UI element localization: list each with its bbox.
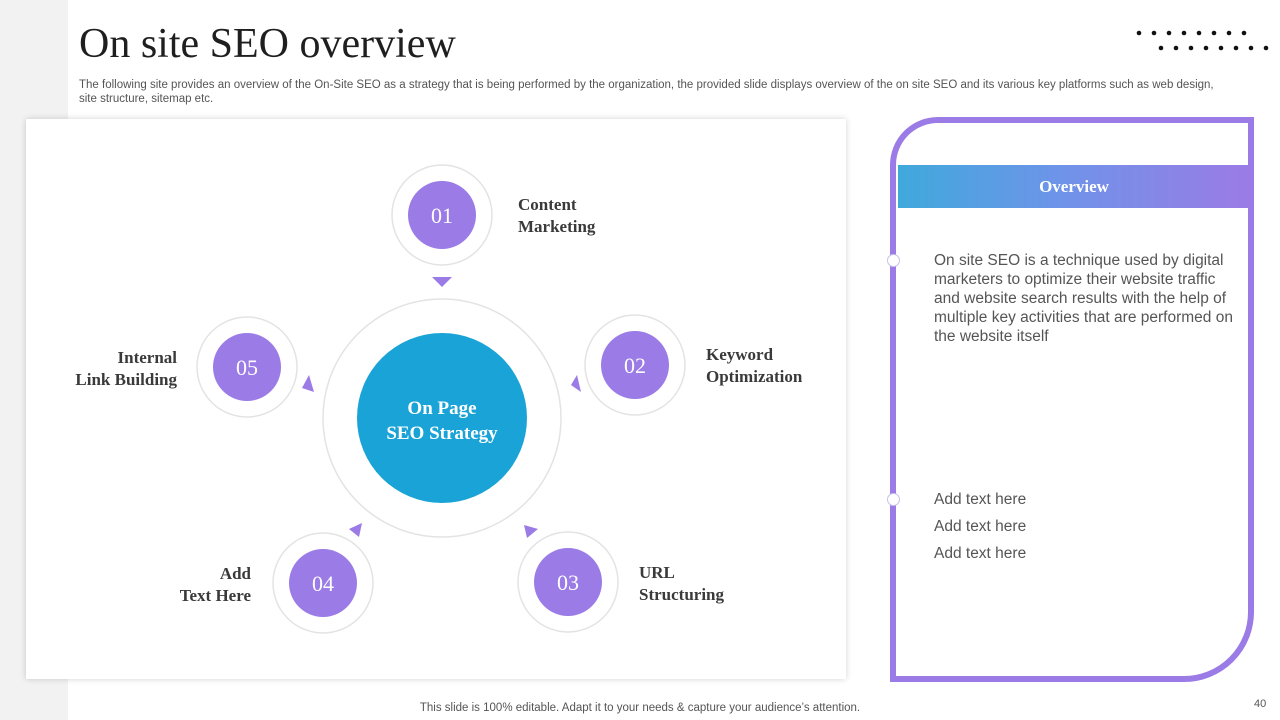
seo-strategy-diagram: On Page SEO Strategy 01 Content Marketin… <box>75 164 803 634</box>
item-04-label-line1: Add <box>220 564 252 583</box>
item-01-number: 01 <box>431 203 453 228</box>
bullet-dot-icon <box>887 254 900 267</box>
arrow-02-icon <box>571 375 581 392</box>
item-02-number: 02 <box>624 353 646 378</box>
item-05-number: 05 <box>236 355 258 380</box>
page-subtitle: The following site provides an overview … <box>79 79 1214 105</box>
overview-header: Overview <box>898 165 1250 208</box>
add-text-item: Add text here <box>934 491 1027 508</box>
footer-note: This slide is 100% editable. Adapt it to… <box>0 702 1280 714</box>
item-03-number: 03 <box>557 570 579 595</box>
diagram-panel: On Page SEO Strategy 01 Content Marketin… <box>26 119 846 679</box>
item-02: 02 Keyword Optimization <box>584 314 803 416</box>
item-02-label-line1: Keyword <box>706 345 774 364</box>
arrow-03-icon <box>524 525 538 538</box>
arrow-01-icon <box>432 277 452 287</box>
bullet-dot-icon <box>887 493 900 506</box>
item-04: 04 Add Text Here <box>180 532 374 634</box>
center-label-line2: SEO Strategy <box>386 423 498 444</box>
page-title: On site SEO overview <box>79 21 456 67</box>
overview-panel <box>890 117 1254 682</box>
item-01-label-line2: Marketing <box>518 217 596 236</box>
item-05-label-line2: Link Building <box>75 370 177 389</box>
item-05: 05 Internal Link Building <box>75 316 298 418</box>
add-text-item: Add text here <box>934 545 1027 562</box>
arrow-04-icon <box>349 523 362 537</box>
item-01-label-line1: Content <box>518 195 577 214</box>
add-text-list: Add text here Add text here Add text her… <box>934 490 1026 571</box>
item-02-label-line2: Optimization <box>706 367 803 386</box>
item-01: 01 Content Marketing <box>391 164 596 266</box>
item-03-label-line2: Structuring <box>639 585 725 604</box>
add-text-item: Add text here <box>934 518 1027 535</box>
footer-text: This slide is 100% editable. Adapt it to… <box>419 702 861 714</box>
arrow-05-icon <box>302 375 314 392</box>
item-03: 03 URL Structuring <box>517 531 725 633</box>
page-number: 40 <box>1254 698 1267 710</box>
overview-description: On site SEO is a technique used by digit… <box>934 252 1233 345</box>
item-04-number: 04 <box>312 571 334 596</box>
center-label-line1: On Page <box>407 398 476 419</box>
item-05-label-line1: Internal <box>118 348 178 367</box>
item-04-label-line2: Text Here <box>180 586 252 605</box>
dots-decoration <box>1136 30 1269 51</box>
center-circle <box>357 333 527 503</box>
item-03-label-line1: URL <box>639 563 675 582</box>
